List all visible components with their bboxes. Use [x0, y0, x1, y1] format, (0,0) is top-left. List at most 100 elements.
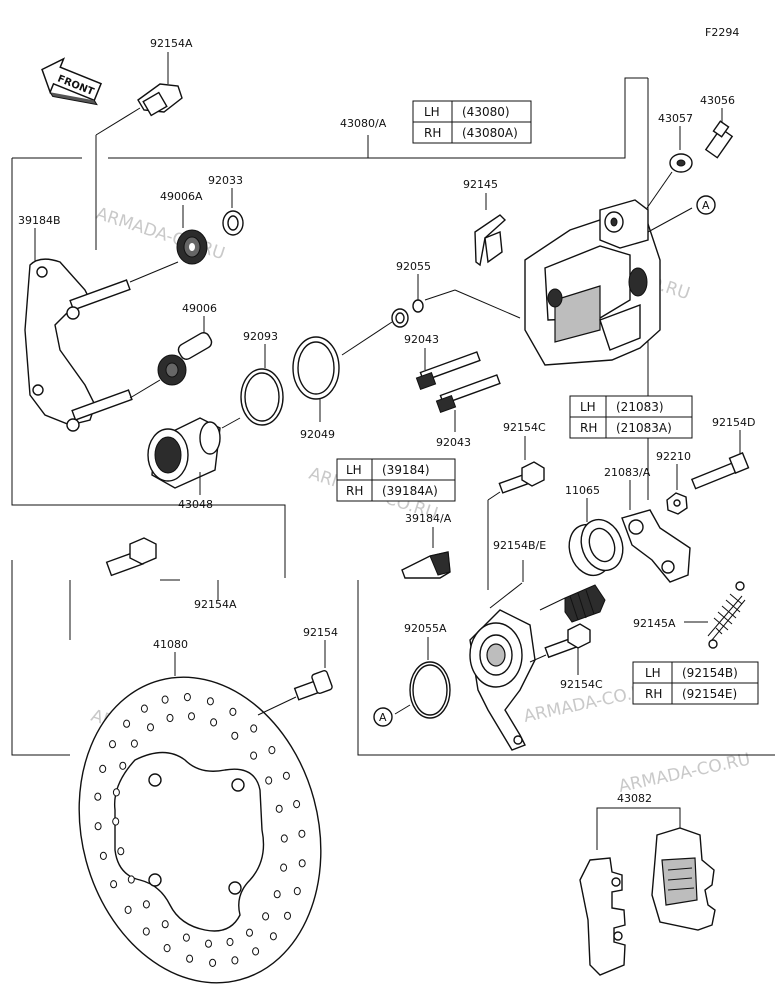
label-92154c-top: 92154C	[503, 421, 546, 434]
label-49006a: 49006A	[160, 190, 203, 203]
disc-hole	[142, 900, 150, 909]
reference-circle-a	[696, 195, 716, 215]
disc-hole	[298, 859, 306, 868]
disc-hole	[246, 928, 253, 937]
disc-hole	[130, 739, 138, 748]
boot-49006	[157, 332, 213, 386]
label-92145a: 92145A	[633, 617, 676, 630]
disc-hole	[140, 704, 148, 713]
label-92043-b: 92043	[436, 436, 471, 449]
label-39184a: 39184/A	[405, 512, 452, 525]
disc-hole	[94, 792, 102, 801]
disc-hole	[282, 771, 290, 780]
label-43080a: 43080/A	[340, 117, 387, 130]
table-cell: (92154B)	[682, 666, 738, 680]
label-92154a-bottom: 92154A	[194, 598, 237, 611]
disc-hole	[293, 887, 301, 896]
brake-pads-43082	[579, 827, 716, 976]
label-92055: 92055	[396, 260, 431, 273]
label-43048: 43048	[178, 498, 213, 511]
ring-92033	[222, 210, 244, 236]
pin-92043-a	[415, 351, 481, 391]
bolt-92154c-bottom	[544, 623, 591, 659]
ring-92055	[391, 299, 424, 328]
table-cell: (21083A)	[616, 421, 672, 435]
disc-hole	[109, 740, 116, 749]
label-21083a: 21083/A	[604, 466, 651, 479]
table-cell: RH	[645, 687, 662, 701]
caliper-body	[524, 199, 661, 366]
disc-hole	[284, 911, 291, 920]
parking-caliper-assembly	[469, 584, 606, 751]
disc-hole	[110, 880, 118, 889]
ring-92093	[240, 368, 284, 426]
label-43082: 43082	[617, 792, 652, 805]
bracket-39184b	[24, 258, 133, 432]
reference-circle-a	[373, 707, 393, 727]
clip-92145	[474, 214, 507, 267]
disc-hole	[268, 746, 276, 755]
label-41080: 41080	[153, 638, 188, 651]
table-cell: (39184A)	[382, 484, 438, 498]
disc-hole	[252, 947, 260, 956]
label-43056: 43056	[700, 94, 735, 107]
label-49006: 49006	[182, 302, 217, 315]
cap-43057	[669, 153, 693, 173]
table-cell: LH	[346, 463, 362, 477]
label-92154d: 92154D	[712, 416, 755, 429]
spring-92145a	[707, 581, 746, 649]
bolt-92154c-top	[498, 461, 545, 494]
disc-hole	[280, 834, 288, 843]
disc-hole	[280, 863, 288, 872]
disc-hole	[94, 822, 102, 831]
bleeder-valve-43056	[704, 120, 734, 159]
disc-hole	[206, 697, 214, 706]
pin-92043-b	[435, 374, 501, 414]
ring-11065	[568, 518, 624, 577]
disc-hole	[99, 851, 107, 861]
disc-hole	[262, 912, 270, 921]
table-cell: (39184)	[382, 463, 430, 477]
disc-hole	[112, 817, 120, 826]
disc-hole	[250, 751, 258, 760]
disc-hole	[226, 937, 234, 947]
seal-92049	[292, 336, 340, 400]
guide-39184a	[401, 551, 451, 579]
table-cell: LH	[424, 105, 440, 119]
table-cell: (92154E)	[682, 687, 737, 701]
figure-code: F2294	[705, 26, 739, 39]
reference-a-top: A	[702, 199, 710, 212]
label-92093: 92093	[243, 330, 278, 343]
table-cell: RH	[346, 484, 363, 498]
label-92033: 92033	[208, 174, 243, 187]
table-cell: RH	[424, 126, 441, 140]
disc-hole	[142, 927, 150, 936]
label-92154c-bottom: 92154C	[560, 678, 603, 691]
bolt-92154d	[690, 452, 750, 490]
disc-hole	[210, 718, 218, 727]
disc-hole	[124, 905, 132, 915]
table-arm: LH (21083) RH (21083A)	[569, 395, 693, 439]
label-92055a: 92055A	[404, 622, 447, 635]
disc-hole	[265, 776, 273, 785]
label-92154be: 92154B/E	[493, 539, 546, 552]
disc-hole	[186, 954, 194, 963]
table-bracket: LH (39184) RH (39184A)	[336, 458, 456, 502]
disc-hole	[166, 713, 174, 723]
disc-hole	[231, 956, 239, 965]
nut-92210	[666, 492, 688, 515]
disc-hole	[183, 693, 191, 702]
label-92210: 92210	[656, 450, 691, 463]
piston-43048	[147, 417, 221, 489]
disc-hole	[161, 920, 169, 929]
table-cell: LH	[580, 400, 596, 414]
watermark: ARMADA-CO.RU	[617, 749, 752, 796]
label-92154a-top: 92154A	[150, 37, 193, 50]
disc-hole	[127, 875, 135, 884]
label-92154: 92154	[303, 626, 338, 639]
arm-21083	[621, 509, 691, 583]
disc-hole	[147, 723, 154, 732]
disc-hole	[273, 890, 281, 899]
disc-hole	[112, 788, 120, 797]
disc-hole	[229, 707, 237, 717]
